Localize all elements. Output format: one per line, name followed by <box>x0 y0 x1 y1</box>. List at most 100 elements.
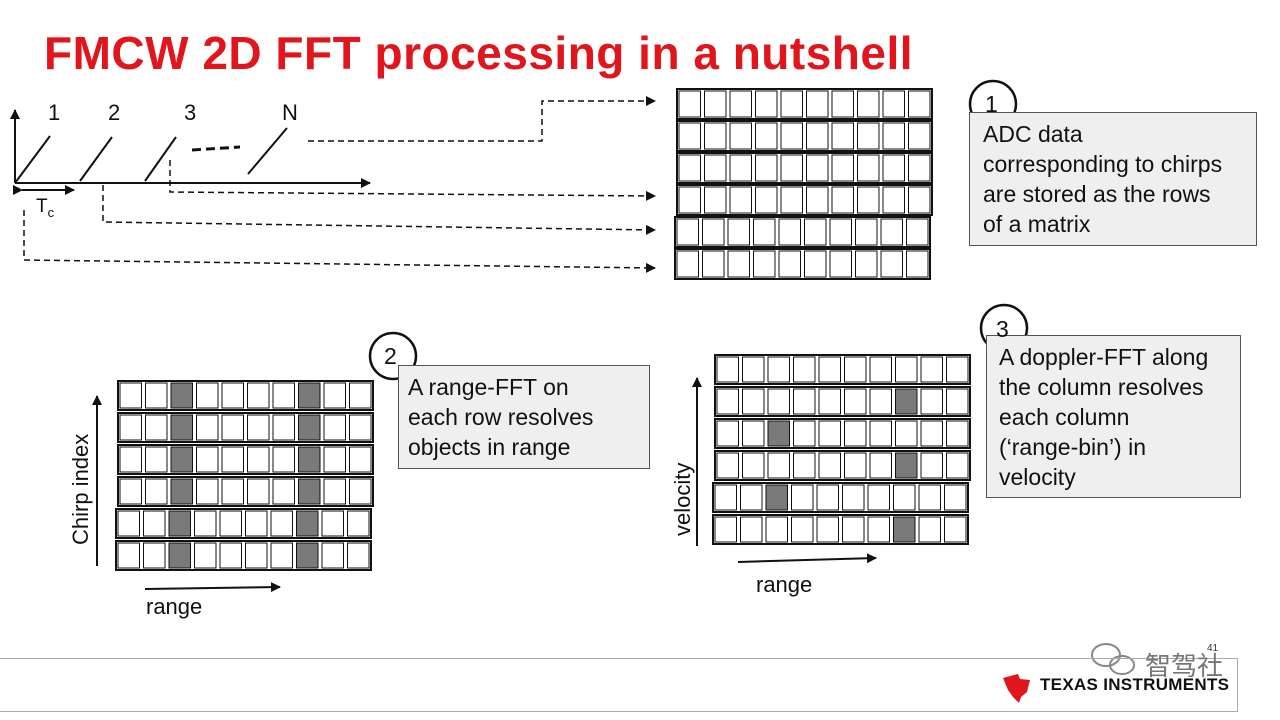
range-fft-row <box>115 540 372 571</box>
adc-cell <box>780 122 803 150</box>
adc-cell <box>678 122 701 150</box>
adc-cell <box>829 250 852 278</box>
range-fft-cell <box>194 542 217 569</box>
adc-cell <box>780 154 803 182</box>
range-fft-cell <box>349 414 372 441</box>
callout-box-3 <box>986 335 1241 498</box>
range-fft-row <box>117 476 374 507</box>
doppler-fft-cell <box>793 388 816 415</box>
range-arrow-left <box>144 582 281 593</box>
route-chirp-1 <box>23 210 656 273</box>
adc-cell <box>702 250 725 278</box>
adc-cell <box>678 154 701 182</box>
adc-cell <box>729 154 752 182</box>
adc-cell <box>908 90 931 118</box>
range-fft-cell <box>247 446 270 473</box>
adc-cell <box>906 250 929 278</box>
range-fft-cell <box>196 414 219 441</box>
range-fft-cell <box>221 382 244 409</box>
callout-1-line: of a matrix <box>983 211 1091 237</box>
range-fft-cell <box>270 510 293 537</box>
range-fft-cell-highlighted <box>168 542 191 569</box>
range-fft-cell <box>196 478 219 505</box>
routing-lines <box>23 96 656 273</box>
adc-cell <box>704 90 727 118</box>
range-fft-cell <box>321 510 344 537</box>
adc-cell <box>678 90 701 118</box>
range-arrow-right <box>737 553 877 564</box>
texas-instruments-logo-icon <box>1003 674 1030 703</box>
adc-cell <box>729 90 752 118</box>
range-fft-cell-highlighted <box>296 510 319 537</box>
adc-cell <box>704 186 727 214</box>
doppler-fft-cell <box>869 388 892 415</box>
adc-cell <box>704 154 727 182</box>
adc-cell <box>857 90 880 118</box>
adc-cell <box>753 218 776 246</box>
range-fft-cell-highlighted <box>170 478 193 505</box>
adc-cell <box>778 218 801 246</box>
slide-title: FMCW 2D FFT processing in a nutshell <box>44 27 914 79</box>
callout-3-line: A doppler-FFT along <box>999 344 1209 370</box>
chirp-label-3: 3 <box>184 100 197 125</box>
chirp-period-label: Tc <box>36 196 54 220</box>
adc-cell <box>755 186 778 214</box>
callout-1-line: ADC data <box>983 121 1083 147</box>
doppler-fft-cell <box>869 356 892 383</box>
doppler-fft-cell <box>844 420 867 447</box>
chirp-ramp-3 <box>144 136 177 182</box>
doppler-fft-cell <box>842 516 865 543</box>
callout-3-number: 3 <box>996 316 1009 342</box>
range-fft-cell <box>347 510 370 537</box>
doppler-fft-cell-highlighted <box>895 452 918 479</box>
doppler-fft-matrix <box>712 354 971 545</box>
doppler-fft-cell-highlighted <box>895 388 918 415</box>
doppler-fft-cell <box>765 516 788 543</box>
adc-cell <box>727 250 750 278</box>
adc-row <box>676 184 933 216</box>
range-fft-cell <box>221 478 244 505</box>
doppler-fft-cell <box>716 452 739 479</box>
chirp-label-N: N <box>282 100 298 125</box>
adc-cell <box>755 122 778 150</box>
doppler-fft-cell <box>742 420 765 447</box>
range-fft-cell-highlighted <box>298 382 321 409</box>
adc-cell <box>729 186 752 214</box>
adc-cell <box>806 154 829 182</box>
doppler-fft-cell <box>742 452 765 479</box>
range-fft-cell <box>349 382 372 409</box>
range-fft-cell <box>323 478 346 505</box>
adc-row <box>676 120 933 152</box>
range-fft-cell-highlighted <box>298 446 321 473</box>
doppler-fft-cell <box>867 484 890 511</box>
adc-cell <box>753 250 776 278</box>
doppler-fft-cell <box>920 452 943 479</box>
callout-3-line: the column resolves <box>999 374 1204 400</box>
range-fft-cell <box>145 478 168 505</box>
chirp-ellipsis <box>191 145 241 152</box>
period-subscript: c <box>47 204 55 220</box>
range-fft-cell <box>272 478 295 505</box>
adc-cell <box>676 218 699 246</box>
range-fft-cell <box>219 510 242 537</box>
watermark-text: 智驾社 <box>1145 651 1224 681</box>
adc-cell <box>857 122 880 150</box>
range-fft-cell <box>145 414 168 441</box>
adc-cell <box>908 122 931 150</box>
adc-cell <box>880 218 903 246</box>
range-fft-cell-highlighted <box>298 414 321 441</box>
range-fft-cell <box>347 542 370 569</box>
doppler-fft-cell <box>944 484 967 511</box>
range-fft-cell-highlighted <box>170 414 193 441</box>
doppler-fft-cell-highlighted <box>765 484 788 511</box>
wechat-icon <box>1091 643 1135 675</box>
doppler-fft-cell <box>844 356 867 383</box>
range-fft-cell <box>272 382 295 409</box>
adc-cell <box>778 250 801 278</box>
doppler-fft-cell <box>742 356 765 383</box>
adc-cell <box>831 122 854 150</box>
doppler-fft-cell <box>793 356 816 383</box>
doppler-fft-cell <box>842 484 865 511</box>
doppler-fft-cell-highlighted <box>767 420 790 447</box>
doppler-fft-cell <box>818 420 841 447</box>
